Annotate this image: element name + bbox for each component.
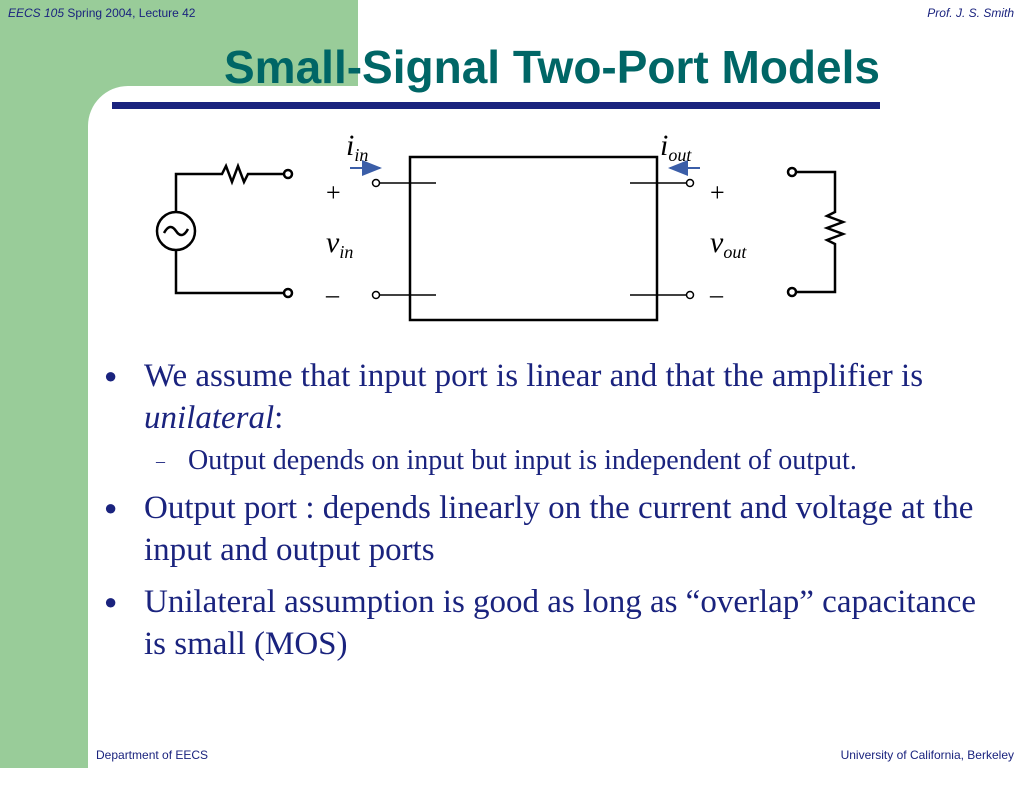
- bullet-item: ● We assume that input port is linear an…: [100, 355, 980, 439]
- sub-bullet-text: Output depends on input but input is ind…: [188, 445, 857, 476]
- v-out-label: vout: [710, 226, 747, 262]
- sub-bullet-item: – Output depends on input but input is i…: [100, 443, 980, 479]
- bullet-dot-icon: ●: [104, 589, 118, 614]
- v-out-minus: –: [709, 280, 724, 309]
- input-port-leads: [380, 182, 436, 296]
- bullet-text: Output port : depends linearly on the cu…: [144, 490, 974, 568]
- bullet-item: ● Unilateral assumption is good as long …: [100, 581, 980, 665]
- bullet-text: We assume that input port is linear and …: [144, 358, 924, 394]
- sub-bullet-dash-icon: –: [156, 451, 165, 471]
- bullet-text-end: :: [274, 400, 284, 436]
- header-course-info: EECS 105 Spring 2004, Lecture 42: [8, 6, 195, 20]
- bullet-item: ● Output port : depends linearly on the …: [100, 487, 980, 571]
- load-terminal-top: [786, 166, 798, 178]
- header-author: Prof. J. S. Smith: [927, 6, 1014, 20]
- output-port-leads: [630, 182, 686, 296]
- output-terminal-top: [685, 178, 695, 188]
- bullet-dot-icon: ●: [104, 363, 118, 388]
- load-resistor-icon: [796, 170, 847, 294]
- two-port-box: [408, 155, 659, 322]
- bullet-dot-icon: ●: [104, 495, 118, 520]
- bullet-text-italic: unilateral: [144, 400, 275, 436]
- footer-department: Department of EECS: [96, 748, 209, 762]
- i-out-label: iout: [660, 129, 692, 165]
- title-underline: [112, 102, 880, 109]
- footer-university: University of California, Berkeley: [840, 748, 1014, 762]
- header-term: Spring 2004, Lecture 42: [64, 6, 196, 20]
- bullet-text: Unilateral assumption is good as long as…: [144, 584, 977, 662]
- bullet-list: ● We assume that input port is linear an…: [100, 355, 980, 665]
- v-out-plus: +: [710, 178, 725, 207]
- load-terminal-bottom: [786, 286, 798, 298]
- slide-title: Small-Signal Two-Port Models: [224, 41, 880, 93]
- output-terminal-bottom: [685, 290, 695, 300]
- header-course: EECS 105: [8, 6, 65, 20]
